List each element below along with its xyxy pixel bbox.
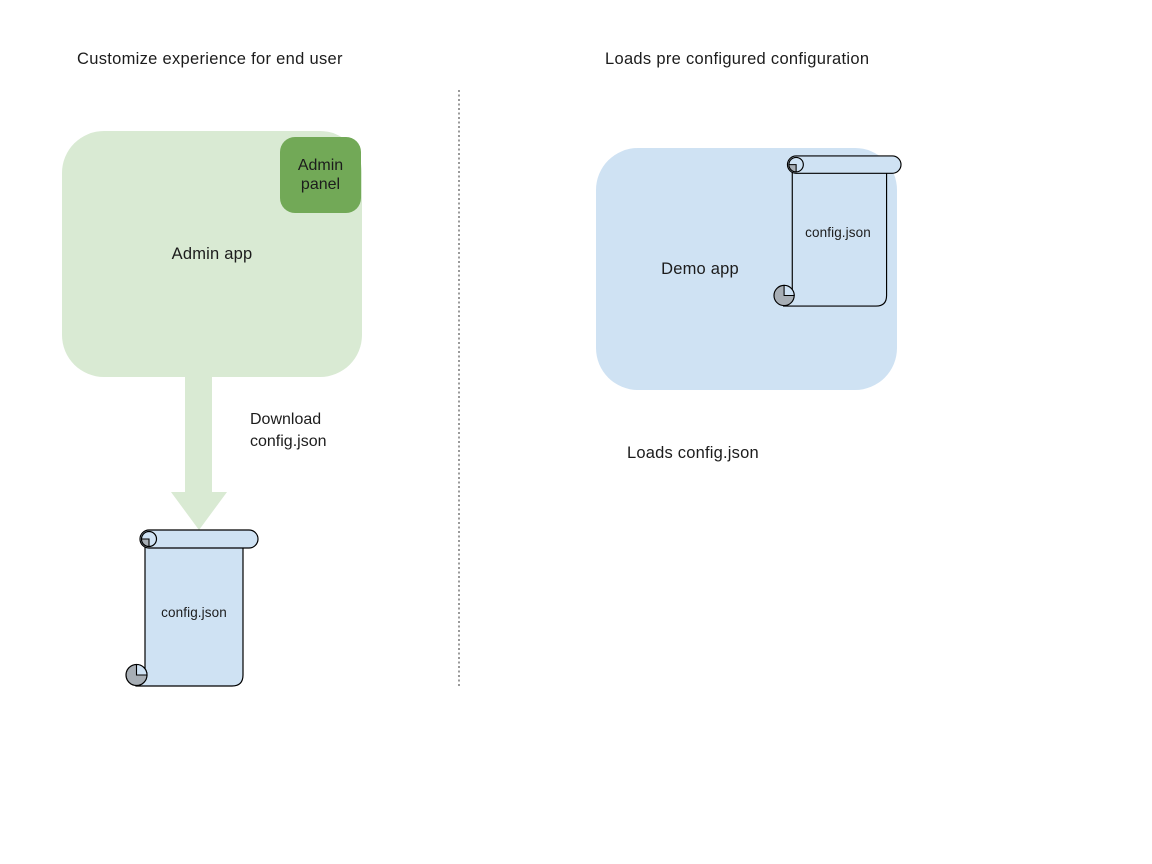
dotted-divider [458,90,460,688]
config-json-file-label: config.json [161,605,227,620]
admin-panel-badge: Admin panel [280,137,361,213]
left-section-title: Customize experience for end user [77,50,343,68]
scroll-shape [125,529,259,687]
loads-config-caption: Loads config.json [627,444,759,462]
scroll-top-curl-shade [788,164,797,173]
scroll-top-roll [786,155,902,174]
scroll-shape [773,155,902,307]
config-json-scroll-right: config.json [771,155,904,308]
scroll-bottom-curl-notch [783,284,795,297]
download-arrow-shape [171,377,227,530]
admin-app-box: Admin app Admin panel [62,131,362,377]
scroll-top-roll [139,529,259,549]
download-arrow [171,377,227,530]
demo-app-label: Demo app [661,259,739,278]
right-section-title: Loads pre configured configuration [605,50,870,68]
config-json-scroll-left: config.json [124,529,260,688]
scroll-bottom-curl-notch [135,663,148,676]
config-json-file-label: config.json [805,225,871,240]
admin-app-label: Admin app [171,244,253,263]
download-config-label: Download config.json [250,411,327,450]
scroll-top-curl-shade [140,538,150,548]
